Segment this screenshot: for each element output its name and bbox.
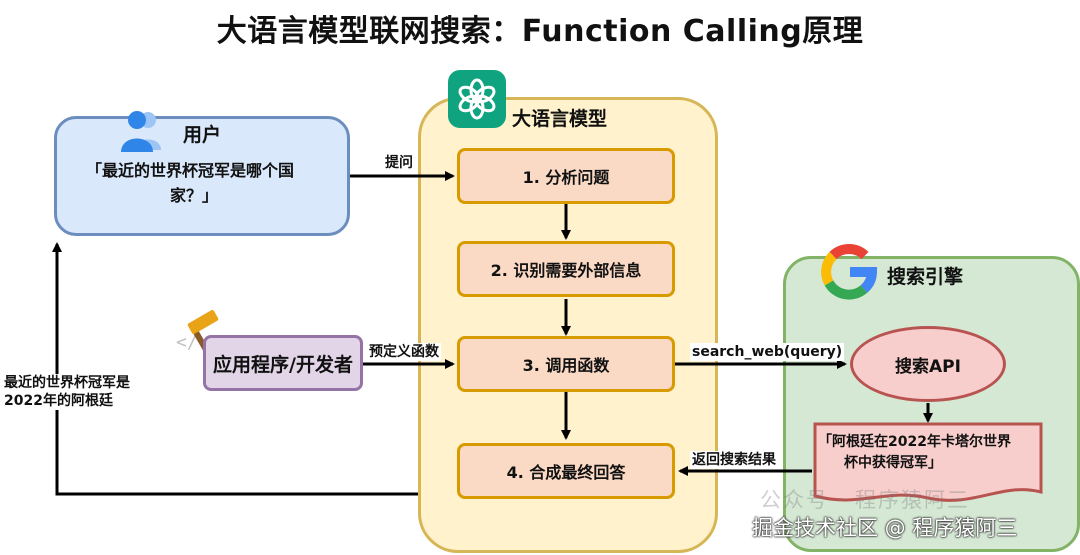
- google-logo-icon: [820, 243, 878, 301]
- user-title: 用户: [183, 124, 222, 146]
- user-question-line2: 家？」: [170, 186, 219, 205]
- edge-label-predefine: 预定义函数: [367, 343, 441, 361]
- result-document-shape: [813, 422, 1043, 502]
- search-engine-container: [783, 256, 1080, 552]
- search-result-line2: 杯中获得冠军」: [844, 455, 942, 471]
- user-container: [54, 116, 350, 236]
- answer-line2: 2022年的阿根廷: [4, 393, 113, 409]
- edge-label-answer: 最近的世界杯冠军是 2022年的阿根廷: [4, 374, 154, 410]
- edge-label-ask: 提问: [383, 154, 415, 172]
- edge-label-return: 返回搜索结果: [690, 451, 778, 469]
- watermark: 掘金技术社区 @ 程序猿阿三: [752, 516, 1018, 540]
- search-engine-title: 搜索引擎: [887, 266, 964, 288]
- svg-text:</: </: [176, 332, 198, 353]
- answer-line1: 最近的世界杯冠军是: [4, 375, 130, 391]
- diagram-title: 大语言模型联网搜索：Function Calling原理: [216, 14, 864, 49]
- watermark-faint: 公众号 · 程序猿阿三: [760, 488, 971, 512]
- step-analyze: 1. 分析问题: [457, 148, 675, 204]
- edge-label-call: search_web(query): [690, 343, 845, 361]
- step-final-answer: 4. 合成最终回答: [457, 443, 675, 499]
- user-question-line1: 「最近的世界杯冠军是哪个国: [86, 161, 295, 180]
- openai-logo-icon: [448, 70, 506, 128]
- search-api-node: 搜索API: [850, 326, 1006, 402]
- step-call-function: 3. 调用函数: [457, 336, 675, 392]
- developer-box: 应用程序/开发者: [203, 335, 363, 391]
- search-result-line1: 「阿根廷在2022年卡塔尔世界: [818, 434, 1011, 450]
- search-result-text: 「阿根廷在2022年卡塔尔世界 杯中获得冠军」: [818, 432, 1040, 474]
- step-identify-external: 2. 识别需要外部信息: [457, 241, 675, 297]
- answer-arrow: [52, 242, 418, 496]
- user-question: 「最近的世界杯冠军是哪个国 家？」: [86, 158, 336, 208]
- llm-title: 大语言模型: [512, 108, 608, 130]
- user-icon: [115, 106, 165, 156]
